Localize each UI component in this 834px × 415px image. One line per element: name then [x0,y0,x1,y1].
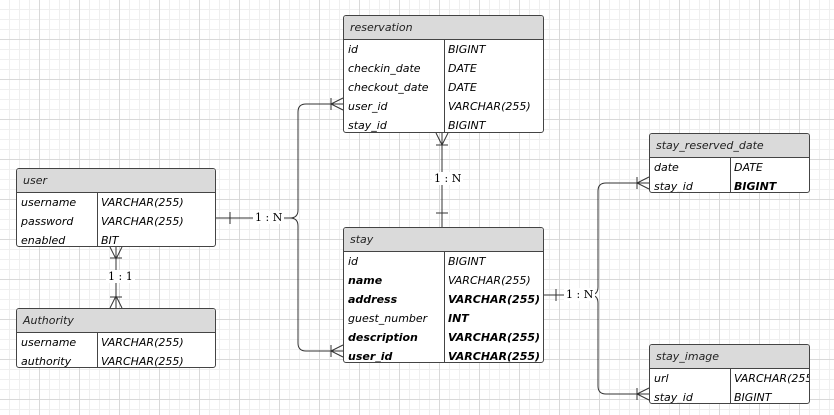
column-name: id [348,43,359,56]
column-name: address [348,293,398,306]
entity-user[interactable]: user username VARCHAR(255) password VARC… [16,168,216,247]
table-row: id BIGINT [344,40,543,59]
column-type: VARCHAR(255) [448,331,541,344]
table-row: stay_id BIGINT [650,388,809,404]
column-type: BIGINT [734,180,777,193]
connector-user-to-stay [289,217,343,352]
relation-label-user-authority: 1 : 1 [106,270,135,283]
relation-label-user-stay: 1 : N [253,211,285,224]
column-name: stay_id [654,180,693,193]
column-type: VARCHAR(255) [448,293,541,306]
column-name: authority [21,355,72,368]
entity-stay-image[interactable]: stay_image url VARCHAR(255) stay_id BIGI… [649,344,810,404]
entity-title: stay [344,228,543,252]
table-row: username VARCHAR(255) [17,193,215,212]
table-row: description VARCHAR(255) [344,328,543,347]
column-type: VARCHAR(255) [448,274,531,287]
entity-title: user [17,169,215,193]
column-type: VARCHAR(255) [101,336,184,349]
entity-stay-reserved-date[interactable]: stay_reserved_date date DATE stay_id BIG… [649,133,810,193]
entity-authority[interactable]: Authority username VARCHAR(255) authorit… [16,308,216,368]
table-row: date DATE [650,158,809,177]
table-row: authority VARCHAR(255) [17,352,215,368]
entity-reservation[interactable]: reservation id BIGINT checkin_date DATE … [343,15,544,133]
relation-label-stay-children: 1 : N [564,288,596,301]
entity-stay[interactable]: stay id BIGINT name VARCHAR(255) address… [343,227,544,363]
table-row: enabled BIT [17,231,215,247]
column-name: user_id [348,100,388,113]
column-type: VARCHAR(255) [101,215,184,228]
column-name: username [21,196,77,209]
table-row: address VARCHAR(255) [344,290,543,309]
column-type: BIGINT [448,43,486,56]
column-type: BIT [101,234,119,247]
column-type: BIGINT [448,119,486,132]
table-row: password VARCHAR(255) [17,212,215,231]
column-name: url [654,372,669,385]
entity-title: reservation [344,16,543,40]
column-type: VARCHAR(255) [101,355,184,368]
column-name: enabled [21,234,66,247]
entity-title: stay_image [650,345,809,369]
column-type: DATE [448,62,477,75]
entity-title: stay_reserved_date [650,134,809,158]
column-type: VARCHAR(255) [101,196,184,209]
column-name: date [654,161,679,174]
table-row: username VARCHAR(255) [17,333,215,352]
column-type: BIGINT [734,391,772,404]
column-type: INT [448,312,469,325]
column-name: user_id [348,350,393,363]
column-name: checkin_date [348,62,421,75]
column-type: DATE [734,161,763,174]
column-name: guest_number [348,312,428,325]
table-row: user_id VARCHAR(255) [344,347,543,363]
table-row: stay_id BIGINT [344,116,543,132]
column-name: checkout_date [348,81,429,94]
table-row: checkin_date DATE [344,59,543,78]
column-name: password [21,215,74,228]
column-name: username [21,336,77,349]
table-row: guest_number INT [344,309,543,328]
column-name: stay_id [348,119,387,132]
connector-user-to-reservation-stay [216,103,343,219]
table-row: stay_id BIGINT [650,177,809,193]
column-type: VARCHAR(255) [448,100,531,113]
entity-title: Authority [17,309,215,333]
table-row: url VARCHAR(255) [650,369,809,388]
column-name: description [348,331,418,344]
column-type: VARCHAR(255) [734,372,810,385]
crowfoot-user-authority-top [109,246,123,261]
column-type: DATE [448,81,477,94]
column-type: VARCHAR(255) [448,350,541,363]
column-type: BIGINT [448,255,486,268]
column-name: name [348,274,383,287]
relation-label-reservation-stay: 1 : N [432,172,464,185]
connector-stay-to-reserved-date [544,182,649,296]
table-row: user_id VARCHAR(255) [344,97,543,116]
crowfoot-user-authority-bottom [109,294,123,309]
table-row: checkout_date DATE [344,78,543,97]
table-row: name VARCHAR(255) [344,271,543,290]
table-row: id BIGINT [344,252,543,271]
column-name: stay_id [654,391,693,404]
column-name: id [348,255,359,268]
connector-stay-to-image [589,294,649,395]
